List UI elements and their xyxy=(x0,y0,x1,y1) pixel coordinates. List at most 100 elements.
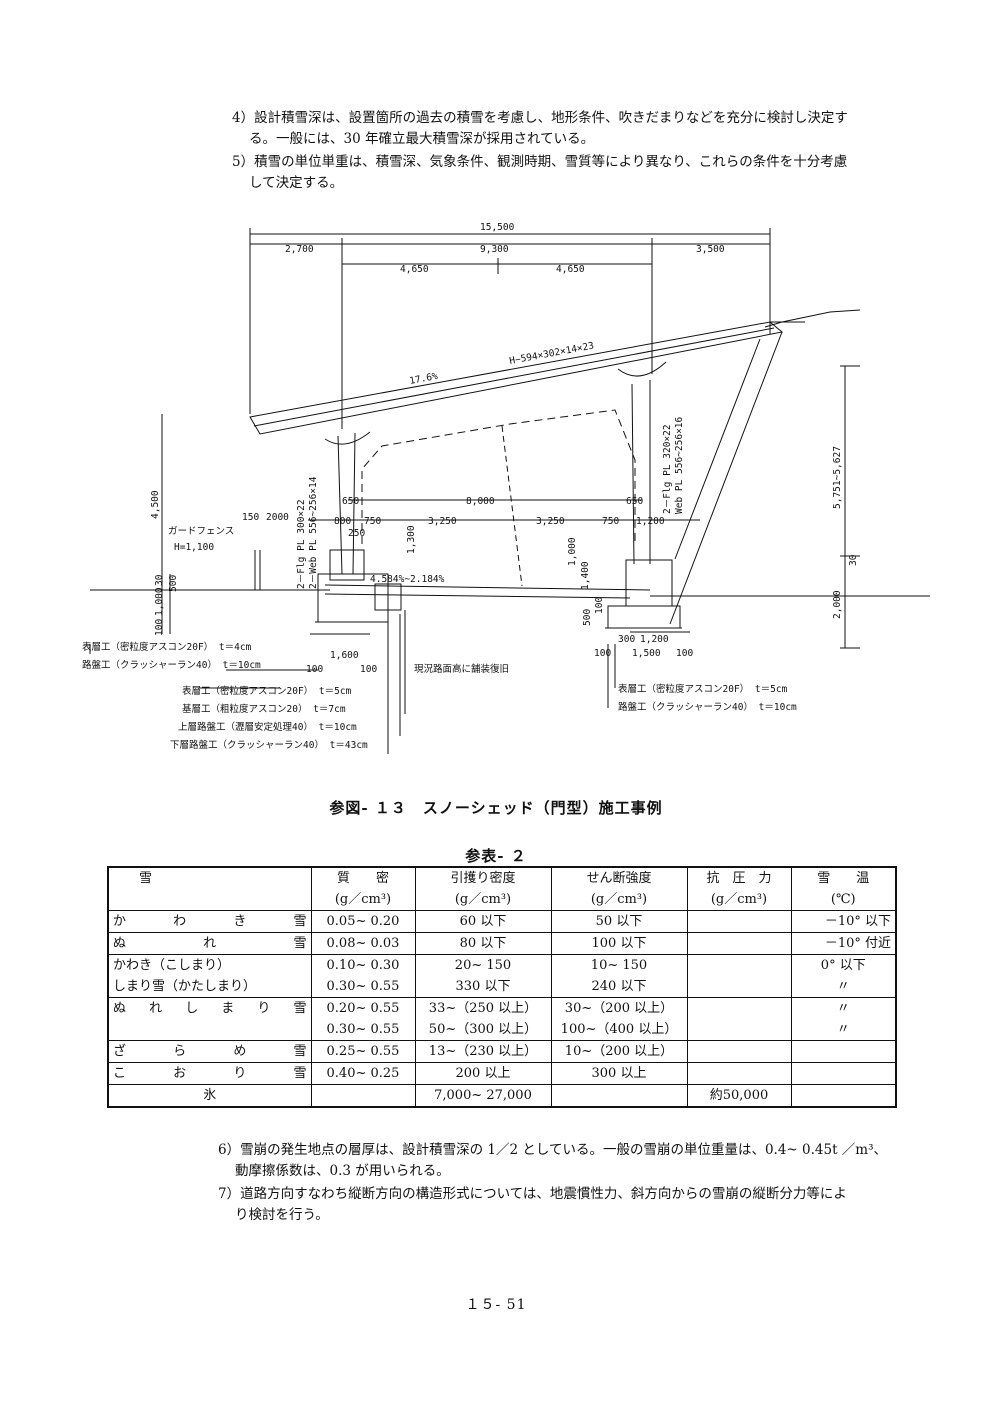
snow-type: こおり雪 xyxy=(107,1062,312,1085)
dim-100-left: 100 xyxy=(154,619,165,636)
legend-center-3: 上層路盤工（瀝層安定処理40） t＝10cm xyxy=(178,721,357,733)
dim-100-c: 100 xyxy=(594,648,611,659)
density: 0.25~ 0.55 xyxy=(310,1040,416,1063)
dim-3250-right: 3,250 xyxy=(536,516,565,527)
table-header-row: 雪 質 密 引擭り密度 せん断強度 抗 圧 力 雪 温 xyxy=(107,867,897,889)
dim-100-right: 100 xyxy=(594,597,605,614)
dim-100-b: 100 xyxy=(360,664,377,675)
guard-fence-height: H=1,100 xyxy=(174,542,214,553)
dim-1600: 1,600 xyxy=(330,650,359,661)
table-row: こおり雪 0.40~ 0.25 200 以上 300 以上 xyxy=(107,1062,897,1085)
compress xyxy=(686,932,792,955)
snow-type: ぬれ雪 xyxy=(107,932,312,955)
dim-1300: 1,300 xyxy=(406,525,417,554)
snow-type: かわき（こしまり） xyxy=(107,954,312,976)
density: 0.10~ 0.30 xyxy=(310,954,416,976)
column-right-web: Web PL 556~256×16 xyxy=(674,416,685,514)
tensile: 330 以下 xyxy=(414,976,552,998)
figure-caption: 参図- １３ スノーシェッド（門型）施工事例 xyxy=(329,799,663,817)
legend-right-2: 路盤工（クラッシャーラン40） t＝10cm xyxy=(618,701,797,713)
table-header-unit-row: (g／cm³) (g／cm³) (g／cm³) (g／cm³) (℃) xyxy=(107,889,897,911)
paragraph-line: 4）設計積雪深は、設置箇所の過去の積雪を考慮し、地形条件、吹きだまりなどを充分に… xyxy=(232,110,848,126)
header-cell: 引擭り密度 xyxy=(414,867,552,889)
snow-type: かわき雪 xyxy=(107,910,312,933)
paragraph-line: して決定する。 xyxy=(249,175,344,191)
density: 0.20~ 0.55 xyxy=(310,997,416,1019)
compress: 約50,000 xyxy=(686,1084,792,1108)
dim-750-right: 750 xyxy=(602,516,619,527)
paragraph-line: り検討を行う。 xyxy=(235,1207,329,1223)
shear: 240 以下 xyxy=(550,976,688,998)
temperature xyxy=(790,1084,897,1108)
unit-cell xyxy=(107,889,312,911)
unit-cell: (℃) xyxy=(790,889,897,911)
unit-cell: (g／cm³) xyxy=(310,889,416,911)
compress xyxy=(686,976,792,998)
table-row: ぬれ雪 0.08~ 0.03 80 以下 100 以下 －10° 付近 xyxy=(107,932,897,955)
crossfall-label: 4.584%~2.184% xyxy=(370,574,445,585)
dim-800: 800 xyxy=(334,516,351,527)
dim-2000: 2000 xyxy=(266,512,289,523)
dim-1500: 1,500 xyxy=(632,648,661,659)
unit-cell: (g／cm³) xyxy=(550,889,688,911)
dim-1200-bottom: 1,200 xyxy=(640,634,669,645)
paragraph-5: 5）積雪の単位単重は、積雪深、気象条件、観測時期、雪質等により異なり、これらの条… xyxy=(232,152,847,194)
compress xyxy=(686,997,792,1019)
snow-type: ざらめ雪 xyxy=(107,1040,312,1063)
header-cell: せん断強度 xyxy=(550,867,688,889)
shear: 50 以下 xyxy=(550,910,688,933)
column-right-flange: 2－Flg PL 320×22 xyxy=(662,424,673,514)
table-row: ぬれしまり雪 0.20~ 0.55 33~（250 以上） 30~（200 以上… xyxy=(107,997,897,1019)
dim-100-a: 100 xyxy=(306,664,323,675)
dim-30-right: 30 xyxy=(848,554,859,566)
paragraph-4: 4）設計積雪深は、設置箇所の過去の積雪を考慮し、地形条件、吹きだまりなどを充分に… xyxy=(232,108,848,150)
density: 0.30~ 0.55 xyxy=(310,976,416,998)
dim-300: 300 xyxy=(618,634,635,645)
page-number: １５- 51 xyxy=(465,1297,527,1313)
snow-properties-table: 雪 質 密 引擭り密度 せん断強度 抗 圧 力 雪 温 (g／cm³) (g／c… xyxy=(107,866,897,1108)
dim-500-right: 500 xyxy=(582,609,593,626)
restore-label: 現況路面高に舗装復旧 xyxy=(414,663,509,675)
dim-250: 250 xyxy=(348,528,365,539)
dim-right: 3,500 xyxy=(696,244,725,255)
legend-right-1: 表層工（密粒度アスコン20F） t＝5cm xyxy=(618,683,788,695)
dim-750-left: 750 xyxy=(364,516,381,527)
snow-shed-drawing: 15,500 2,700 9,300 3,500 4,650 4,650 H−5… xyxy=(82,222,930,754)
dim-150: 150 xyxy=(242,512,259,523)
dim-4500: 4,500 xyxy=(150,490,161,519)
paragraph-line: 5）積雪の単位単重は、積雪深、気象条件、観測時期、雪質等により異なり、これらの条… xyxy=(232,154,848,170)
table-row: しまり雪（かたしまり） 0.30~ 0.55 330 以下 240 以下 〃 xyxy=(107,976,897,998)
compress xyxy=(686,1062,792,1085)
tensile: 13~（230 以上） xyxy=(414,1040,552,1063)
header-cell: 雪 xyxy=(107,867,312,889)
header-cell: 質 密 xyxy=(310,867,416,889)
temperature: －10° 付近 xyxy=(790,932,897,955)
slope-label: 17.6% xyxy=(409,371,439,387)
dim-half-2: 4,650 xyxy=(556,264,585,275)
paragraph-line: 動摩擦係数は、0.3 が用いられる。 xyxy=(235,1163,450,1179)
column-left-flange: 2－Flg PL 300×22 xyxy=(296,499,307,589)
compress xyxy=(686,910,792,933)
compress xyxy=(686,1040,792,1063)
paragraph-6: 6）雪崩の発生地点の層厚は、設計積雪深の 1／2 としている。一般の雪崩の単位重… xyxy=(218,1140,887,1182)
snow-type: 氷 xyxy=(107,1084,312,1108)
legend-center-4: 下層路盤工（クラッシャーラン40） t＝43cm xyxy=(170,739,368,751)
table-row: ざらめ雪 0.25~ 0.55 13~（230 以上） 10~（200 以上） xyxy=(107,1040,897,1063)
temperature xyxy=(790,1040,897,1063)
density: 0.05~ 0.20 xyxy=(310,910,416,933)
shear: 100 以下 xyxy=(550,932,688,955)
table-row: かわき（こしまり） 0.10~ 0.30 20~ 150 10~ 150 0° … xyxy=(107,954,897,976)
shear: 30~（200 以上） xyxy=(550,997,688,1019)
dim-8000: 8,000 xyxy=(466,496,495,507)
legend-left-2: 路盤工（クラッシャーラン40） t＝10cm xyxy=(82,659,261,671)
table-row: かわき雪 0.05~ 0.20 60 以下 50 以下 －10° 以下 xyxy=(107,910,897,933)
dim-1200-top: 1,200 xyxy=(636,516,665,527)
dim-650-left: 650 xyxy=(342,496,359,507)
unit-cell: (g／cm³) xyxy=(414,889,552,911)
paragraph-line: 7）道路方向すなわち縦断方向の構造形式については、地震慣性力、斜方向からの雪崩の… xyxy=(218,1186,847,1202)
density: 0.40~ 0.25 xyxy=(310,1062,416,1085)
column-left-web: 2－Web PL 556~256×14 xyxy=(308,476,319,589)
header-cell: 抗 圧 力 xyxy=(686,867,792,889)
legend-left-1: 表層工（密粒度アスコン20F） t＝4cm xyxy=(82,641,252,653)
tensile: 50~（300 以上） xyxy=(414,1019,552,1041)
